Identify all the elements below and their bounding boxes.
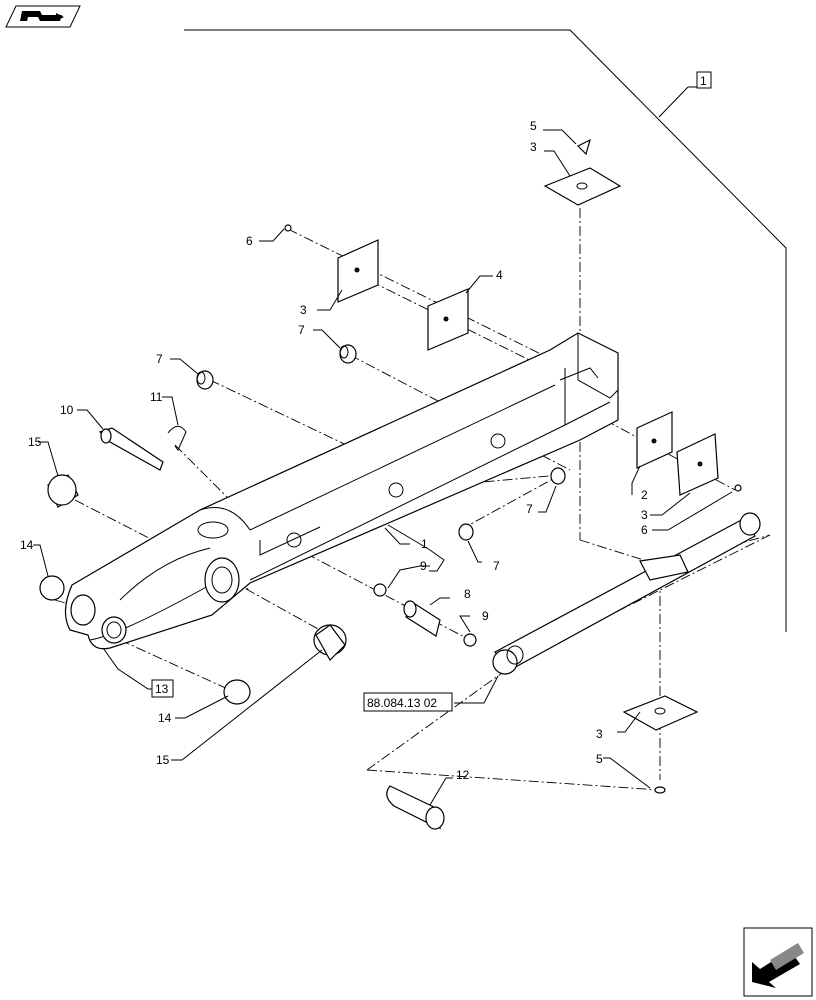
boom-arm — [64, 332, 619, 650]
callout-3: 3 — [530, 140, 537, 154]
leader-lines — [33, 129, 733, 806]
callout-7: 7 — [298, 323, 305, 337]
book-with-arrow-icon[interactable] — [5, 5, 81, 28]
callout-5: 5 — [530, 119, 537, 133]
callout-11: 11 — [150, 390, 163, 404]
callout-3: 3 — [300, 303, 307, 317]
boxed-callout-13: 13 — [151, 679, 174, 698]
callout-7: 7 — [526, 502, 533, 516]
hardware — [39, 138, 742, 794]
callout-12: 12 — [456, 768, 470, 782]
callout-9: 9 — [420, 559, 427, 573]
boxed-callout-1: 1 — [696, 71, 712, 89]
callout-6: 6 — [246, 234, 253, 248]
cylinder-pin — [386, 785, 445, 830]
callout-7: 7 — [493, 559, 500, 573]
callout-7: 7 — [156, 352, 163, 366]
callout-14: 14 — [20, 538, 34, 552]
callout-9: 9 — [482, 609, 489, 623]
callout-8: 8 — [464, 587, 471, 601]
callout-15: 15 — [28, 435, 42, 449]
reference-link[interactable]: 88.084.13 02 — [363, 692, 453, 712]
callout-labels: 5 3 6 3 4 7 7 11 10 15 14 1 7 7 2 3 6 9 … — [20, 119, 648, 782]
callout-3: 3 — [596, 727, 603, 741]
next-page-arrow-icon[interactable] — [743, 927, 813, 997]
hydraulic-cylinder — [492, 512, 761, 675]
wear-pads — [337, 167, 719, 731]
callout-6: 6 — [641, 523, 648, 537]
callout-1-boxed: 1 — [700, 74, 707, 88]
assembly-bracket — [184, 29, 787, 632]
callout-1: 1 — [421, 537, 428, 551]
callout-15: 15 — [156, 753, 170, 767]
reference-code: 88.084.13 02 — [367, 696, 437, 710]
callout-10: 10 — [60, 403, 74, 417]
callout-13: 13 — [155, 682, 169, 696]
callout-3: 3 — [641, 508, 648, 522]
callout-4: 4 — [496, 268, 503, 282]
callout-5: 5 — [596, 752, 603, 766]
callout-2: 2 — [641, 488, 648, 502]
callout-14: 14 — [158, 711, 172, 725]
